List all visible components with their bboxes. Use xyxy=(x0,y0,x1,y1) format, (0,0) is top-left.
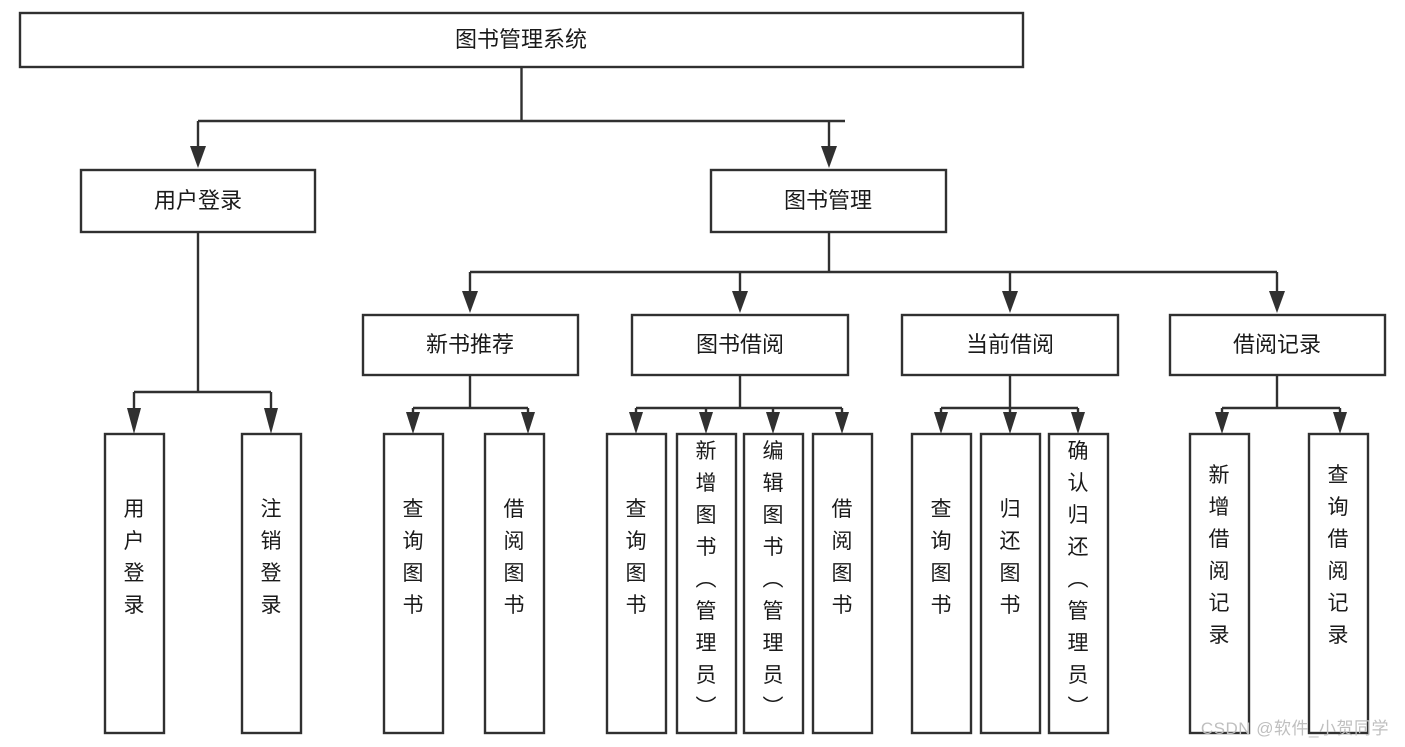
arrow-to-leaf-add-book xyxy=(699,412,713,434)
leaf-confirm-return-label: 确认归还︵管理员︶ xyxy=(1068,440,1089,719)
leaf-user-login[interactable]: 用户登录 xyxy=(103,432,166,735)
node-borrow-record-box[interactable] xyxy=(1168,313,1387,377)
leaf-confirm-return[interactable]: 确认归还︵管理员︶ xyxy=(1047,432,1110,735)
arrow-to-leaf-query-book-2 xyxy=(629,412,643,434)
node-user-login-box[interactable] xyxy=(79,168,317,234)
leaf-add-record[interactable]: 新增借阅记录 xyxy=(1188,432,1251,735)
leaf-borrow-book-2-label: 借阅图书 xyxy=(832,498,853,617)
leaf-query-book-2-label: 查询图书 xyxy=(626,498,647,617)
leaf-borrow-book-1-label: 借阅图书 xyxy=(504,498,525,617)
leaf-query-book-1-label: 查询图书 xyxy=(403,498,424,617)
leaf-query-record-label: 查询借阅记录 xyxy=(1328,464,1349,647)
leaf-query-book-3-box[interactable] xyxy=(910,432,973,735)
arrow-to-leaf-borrow-book-2 xyxy=(835,412,849,434)
leaf-return-book-label: 归还图书 xyxy=(1000,498,1021,617)
arrow-to-leaf-edit-book xyxy=(766,412,780,434)
node-new-book-recommend-label: 新书推荐 xyxy=(426,332,514,357)
arrow-root-to-book-management xyxy=(821,146,837,168)
leaf-edit-book-box[interactable] xyxy=(742,432,805,735)
leaf-return-book[interactable]: 归还图书 xyxy=(979,432,1042,735)
leaf-borrow-book-2[interactable]: 借阅图书 xyxy=(811,432,874,735)
node-borrow-record-label: 借阅记录 xyxy=(1233,332,1321,357)
node-new-book-recommend[interactable]: 新书推荐 xyxy=(361,313,580,377)
arrow-to-leaf-query-book-1 xyxy=(406,412,420,434)
leaf-confirm-return-box[interactable] xyxy=(1047,432,1110,735)
arrow-root-to-user-login xyxy=(190,146,206,168)
node-root-label: 图书管理系统 xyxy=(455,27,587,52)
connector-group-current-borrow xyxy=(934,375,1085,434)
node-user-login[interactable]: 用户登录 xyxy=(79,168,317,234)
node-current-borrow-label: 当前借阅 xyxy=(966,332,1054,357)
leaf-query-book-2[interactable]: 查询图书 xyxy=(605,432,668,735)
leaf-user-logout[interactable]: 注销登录 xyxy=(240,432,303,735)
leaf-user-logout-box[interactable] xyxy=(240,432,303,735)
connector-group-user-login xyxy=(127,232,278,434)
node-root-box[interactable] xyxy=(18,11,1025,69)
arrow-to-leaf-add-record xyxy=(1215,412,1229,434)
node-book-management-box[interactable] xyxy=(709,168,948,234)
leaf-query-book-2-box[interactable] xyxy=(605,432,668,735)
leaf-query-book-3[interactable]: 查询图书 xyxy=(910,432,973,735)
leaf-add-record-label: 新增借阅记录 xyxy=(1209,464,1230,647)
leaf-return-book-box[interactable] xyxy=(979,432,1042,735)
leaf-borrow-book-1[interactable]: 借阅图书 xyxy=(483,432,546,735)
arrow-to-leaf-user-logout xyxy=(264,408,278,434)
node-current-borrow-box[interactable] xyxy=(900,313,1120,377)
node-book-management[interactable]: 图书管理 xyxy=(709,168,948,234)
connector-group-new-book-recommend xyxy=(406,375,535,434)
node-current-borrow[interactable]: 当前借阅 xyxy=(900,313,1120,377)
leaf-query-record[interactable]: 查询借阅记录 xyxy=(1307,432,1370,735)
connector-group-borrow-record xyxy=(1215,375,1347,434)
arrow-to-leaf-query-record xyxy=(1333,412,1347,434)
connector-group-root xyxy=(190,67,845,168)
leaf-edit-book[interactable]: 编辑图书︵管理员︶ xyxy=(742,432,805,735)
leaf-user-logout-label: 注销登录 xyxy=(261,498,282,617)
leaf-user-login-box[interactable] xyxy=(103,432,166,735)
node-book-management-label: 图书管理 xyxy=(784,188,872,213)
node-new-book-recommend-box[interactable] xyxy=(361,313,580,377)
node-user-login-label: 用户登录 xyxy=(154,188,242,213)
leaf-user-login-label: 用户登录 xyxy=(124,498,145,617)
arrow-to-borrow-record xyxy=(1269,291,1285,313)
leaf-query-book-1-box[interactable] xyxy=(382,432,445,735)
leaf-query-book-3-label: 查询图书 xyxy=(931,498,952,617)
leaf-borrow-book-2-box[interactable] xyxy=(811,432,874,735)
arrow-to-leaf-borrow-book-1 xyxy=(521,412,535,434)
connector-group-book-management xyxy=(462,232,1285,313)
arrow-to-leaf-return-book xyxy=(1003,412,1017,434)
node-book-borrow-label: 图书借阅 xyxy=(696,332,784,357)
arrow-to-book-borrow xyxy=(732,291,748,313)
leaf-query-record-box[interactable] xyxy=(1307,432,1370,735)
leaf-add-book-label: 新增图书︵管理员︶ xyxy=(696,440,717,719)
leaf-add-book-box[interactable] xyxy=(675,432,738,735)
leaf-borrow-book-1-box[interactable] xyxy=(483,432,546,735)
connector-group-book-borrow xyxy=(629,375,849,434)
node-book-borrow-box[interactable] xyxy=(630,313,850,377)
leaf-add-book[interactable]: 新增图书︵管理员︶ xyxy=(675,432,738,735)
arrow-to-leaf-confirm-return xyxy=(1071,412,1085,434)
node-book-borrow[interactable]: 图书借阅 xyxy=(630,313,850,377)
node-root[interactable]: 图书管理系统 xyxy=(18,11,1025,69)
node-borrow-record[interactable]: 借阅记录 xyxy=(1168,313,1387,377)
arrow-to-new-book-recommend xyxy=(462,291,478,313)
leaf-add-record-box[interactable] xyxy=(1188,432,1251,735)
arrow-to-leaf-user-login xyxy=(127,408,141,434)
arrow-to-current-borrow xyxy=(1002,291,1018,313)
leaf-query-book-1[interactable]: 查询图书 xyxy=(382,432,445,735)
watermark-label: CSDN @软件_小贺同学 xyxy=(1200,719,1389,738)
leaf-edit-book-label: 编辑图书︵管理员︶ xyxy=(763,440,784,719)
arrow-to-leaf-query-book-3 xyxy=(934,412,948,434)
